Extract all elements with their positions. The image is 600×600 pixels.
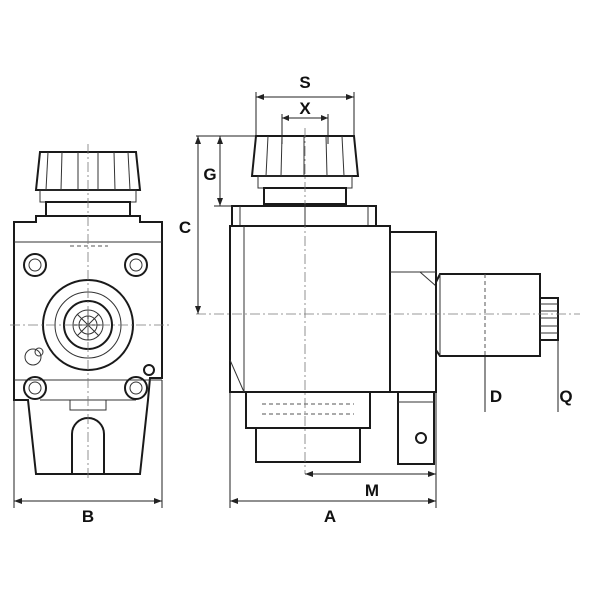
label-Q: Q [559, 387, 572, 406]
label-A: A [324, 507, 336, 526]
side-splined-shaft [539, 297, 559, 341]
side-locating-block [397, 391, 435, 465]
front-bolt-top-left [23, 253, 47, 277]
side-main-housing [229, 225, 391, 393]
label-G: G [203, 165, 216, 184]
dimension-M: M [305, 392, 437, 508]
side-collet-nut [250, 135, 360, 205]
label-S: S [299, 73, 310, 92]
front-view [10, 144, 170, 480]
dimension-G: G [196, 135, 256, 207]
dimension-Q: Q [557, 340, 573, 412]
side-bottom-housing [245, 391, 371, 463]
dimension-X: X [281, 99, 329, 144]
dimension-A: A [229, 392, 436, 526]
dimension-B: B [13, 380, 163, 526]
label-D: D [490, 387, 502, 406]
label-B: B [82, 507, 94, 526]
dimension-D: D [484, 356, 502, 412]
front-bolt-bottom-right [124, 376, 148, 400]
front-bolt-bottom-left [23, 376, 47, 400]
side-view [196, 128, 580, 474]
label-M: M [365, 481, 379, 500]
front-small-pin [143, 364, 155, 376]
front-lube-fitting [24, 347, 44, 366]
side-output-spindle [435, 273, 541, 357]
side-upper-flange [231, 205, 377, 227]
dimension-C: C [179, 136, 201, 314]
front-bolt-top-right [124, 253, 148, 277]
dimension-S: S [255, 73, 355, 136]
label-X: X [299, 99, 311, 118]
side-right-boss [389, 231, 437, 393]
label-C: C [179, 218, 191, 237]
